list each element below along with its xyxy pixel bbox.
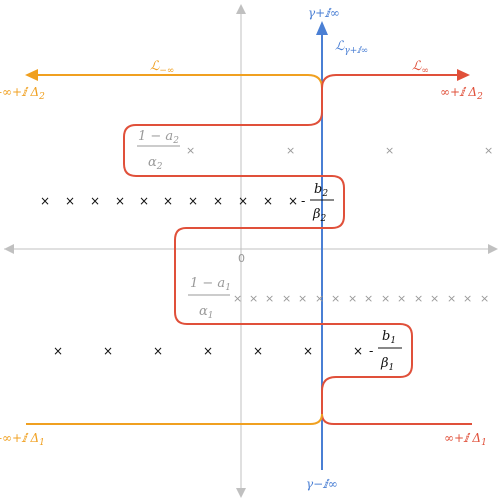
L-inf-contour xyxy=(321,69,470,89)
gamma-plus-label: γ+ⅈ∞ xyxy=(308,6,340,20)
origin-label: 0 xyxy=(238,252,245,265)
pole-marker: × xyxy=(348,292,357,305)
fraction-b1: - b1 β1 xyxy=(369,329,402,373)
pole-marker: × xyxy=(353,344,363,358)
pole-marker: × xyxy=(65,194,75,208)
left-bottom-endpoint-label: -∞+ⅈ Δ1 xyxy=(0,431,45,448)
pole-marker: × xyxy=(163,194,173,208)
L-gamma-label: ℒγ+ⅈ∞ xyxy=(335,39,368,56)
pole-marker: × xyxy=(253,344,263,358)
pole-marker: × xyxy=(203,344,213,358)
pole-marker: × xyxy=(213,194,223,208)
svg-text:1 − a2: 1 − a2 xyxy=(138,129,179,146)
svg-text:α2: α2 xyxy=(148,155,163,172)
L-minus-inf-arrow xyxy=(25,69,38,81)
pole-marker: × xyxy=(331,292,340,305)
pole-marker: × xyxy=(364,292,373,305)
svg-text:-: - xyxy=(301,194,305,209)
gamma-arrow-up xyxy=(316,21,328,35)
pole-marker: × xyxy=(238,194,248,208)
pole-marker: × xyxy=(153,344,163,358)
pole-marker: × xyxy=(263,194,273,208)
svg-text:β1: β1 xyxy=(380,356,394,373)
svg-text:b2: b2 xyxy=(314,182,328,199)
pole-marker: × xyxy=(53,344,63,358)
L-inf-label: ℒ∞ xyxy=(412,59,429,76)
x-axis-arrow-left xyxy=(4,244,14,254)
right-top-endpoint-label: ∞+ⅈ Δ2 xyxy=(440,85,483,102)
L-minus-inf-label: ℒ−∞ xyxy=(150,59,174,76)
gray-poles-row-1: × × × × × × × × × × × × × × × × xyxy=(233,292,489,305)
svg-text:α1: α1 xyxy=(199,304,214,321)
pole-marker: × xyxy=(249,292,258,305)
pole-marker: × xyxy=(484,144,493,157)
pole-marker: × xyxy=(90,194,100,208)
pole-marker: × xyxy=(186,144,195,157)
svg-text:1 − a1: 1 − a1 xyxy=(190,276,231,293)
pole-marker: × xyxy=(430,292,439,305)
pole-marker: × xyxy=(298,292,307,305)
left-top-endpoint-label: -∞+ⅈ Δ2 xyxy=(0,85,45,102)
gray-poles-row-2: × × × × xyxy=(186,144,493,157)
y-axis-arrow-bottom xyxy=(236,488,246,498)
pole-marker: × xyxy=(385,144,394,157)
black-poles-row-2: × × × × × × × × × × × xyxy=(40,194,298,208)
x-axis-arrow-right xyxy=(488,244,498,254)
fraction-b2: - b2 β2 xyxy=(301,182,334,224)
pole-marker: × xyxy=(288,194,298,208)
bottom-left-contour xyxy=(26,413,323,425)
pole-marker: × xyxy=(103,344,113,358)
pole-marker: × xyxy=(447,292,456,305)
axes xyxy=(4,4,498,498)
pole-marker: × xyxy=(303,344,313,358)
fraction-a2: 1 − a2 α2 xyxy=(137,129,180,172)
pole-marker: × xyxy=(233,292,242,305)
black-poles-row-1: × × × × × × × xyxy=(53,344,363,358)
y-axis-arrow-top xyxy=(236,4,246,14)
right-bottom-endpoint-label: ∞+ⅈ Δ1 xyxy=(444,431,487,448)
L-gamma-contour xyxy=(123,88,472,425)
pole-marker: × xyxy=(282,292,291,305)
L-inf-arrow xyxy=(457,69,470,81)
pole-marker: × xyxy=(265,292,274,305)
pole-marker: × xyxy=(381,292,390,305)
svg-text:β2: β2 xyxy=(312,207,327,224)
svg-text:-: - xyxy=(369,344,373,359)
pole-marker: × xyxy=(139,194,149,208)
pole-marker: × xyxy=(397,292,406,305)
pole-marker: × xyxy=(286,144,295,157)
pole-marker: × xyxy=(414,292,423,305)
pole-marker: × xyxy=(40,194,50,208)
pole-marker: × xyxy=(463,292,472,305)
svg-text:b1: b1 xyxy=(382,329,396,346)
pole-marker: × xyxy=(480,292,489,305)
pole-marker: × xyxy=(315,292,324,305)
fraction-a1: 1 − a1 α1 xyxy=(188,276,231,321)
pole-marker: × xyxy=(115,194,125,208)
pole-marker: × xyxy=(188,194,198,208)
gamma-minus-label: γ−ⅈ∞ xyxy=(306,477,338,491)
